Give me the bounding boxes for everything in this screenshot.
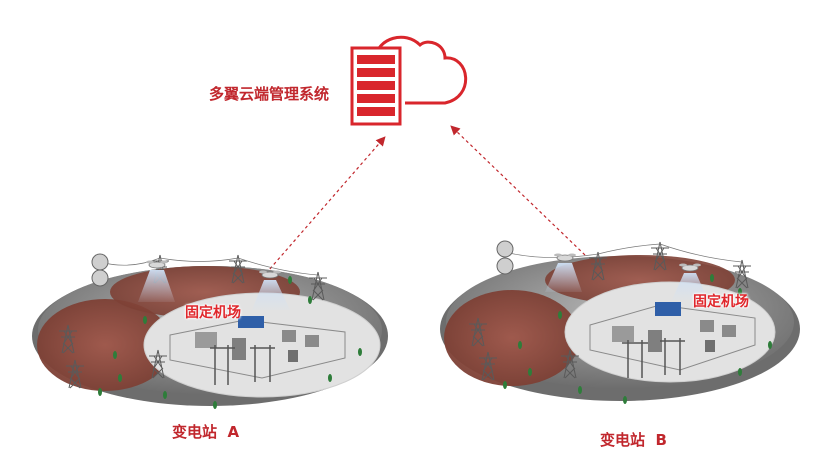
cloud-system-title: 多翼云端管理系统 bbox=[209, 85, 330, 103]
substation-b-label: 变电站 B bbox=[600, 431, 667, 449]
link-arrow-site-b bbox=[450, 125, 586, 256]
substation-a-label: 变电站 A bbox=[172, 423, 240, 441]
fixed-site-label-a: 固定机场 bbox=[185, 305, 241, 321]
hangar-b bbox=[655, 302, 681, 316]
substation-b-scene bbox=[440, 240, 800, 404]
hangar-a bbox=[238, 316, 264, 328]
substation-a-scene bbox=[32, 253, 388, 409]
cloud-server-icon bbox=[350, 35, 468, 126]
link-arrow-site-a bbox=[261, 136, 386, 279]
fixed-site-label-b: 固定机场 bbox=[693, 294, 749, 310]
